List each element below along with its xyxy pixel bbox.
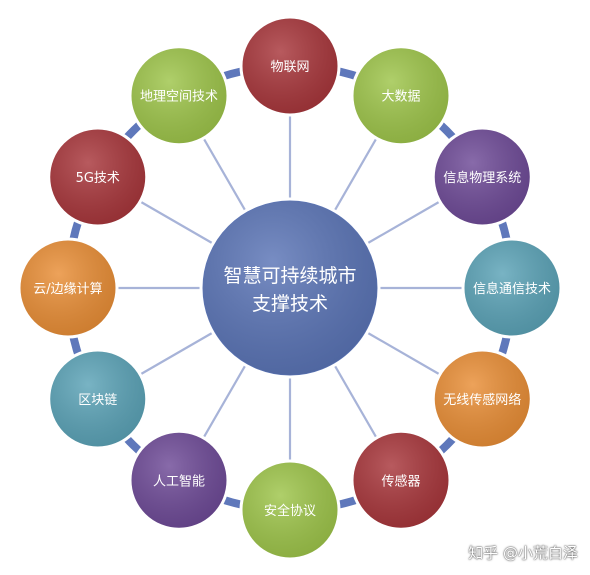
node-shading [353, 432, 449, 528]
technology-node: 地理空间技术 [128, 45, 230, 147]
node-label: 无线传感网络 [443, 392, 521, 408]
technology-node: 传感器 [350, 429, 452, 531]
node-shading [131, 432, 227, 528]
connector-line [139, 200, 214, 245]
node-shading [50, 351, 146, 447]
technology-node: 信息通信技术 [461, 237, 563, 339]
connector-line [366, 331, 441, 376]
node-label: 5G技术 [76, 171, 120, 186]
node-shading [50, 129, 146, 225]
node-label: 物联网 [270, 60, 309, 75]
connector-lines [117, 115, 463, 461]
connector-line [202, 364, 247, 439]
node-label: 云/边缘计算 [33, 282, 102, 297]
node-shading [242, 462, 338, 558]
technology-node: 人工智能 [128, 429, 230, 531]
watermark: 知乎 @小荒白泽 [468, 544, 578, 562]
technology-node: 安全协议 [239, 459, 341, 561]
technology-node: 信息物理系统 [431, 126, 533, 228]
center-shading [203, 201, 377, 375]
node-label: 区块链 [78, 393, 117, 408]
node-label: 信息通信技术 [473, 281, 551, 297]
technology-node: 大数据 [350, 45, 452, 147]
node-label: 传感器 [381, 473, 420, 489]
technology-node: 物联网 [239, 15, 341, 117]
technology-node: 云/边缘计算 [17, 237, 119, 339]
connector-line [139, 331, 214, 376]
node-label: 人工智能 [153, 474, 205, 489]
node-label: 信息物理系统 [443, 170, 521, 186]
technology-node: 5G技术 [47, 126, 149, 228]
connector-line [202, 137, 247, 212]
node-label: 大数据 [381, 90, 420, 105]
technology-node: 区块链 [47, 348, 149, 450]
node-shading [131, 48, 227, 144]
connector-line [333, 137, 378, 212]
connector-line [366, 200, 441, 245]
node-shading [242, 18, 338, 114]
node-shading [20, 240, 116, 336]
technology-node: 无线传感网络 [431, 348, 533, 450]
node-label: 地理空间技术 [140, 90, 218, 105]
node-label: 安全协议 [264, 503, 316, 519]
node-shading [464, 240, 560, 336]
node-shading [353, 48, 449, 144]
node-shading [434, 129, 530, 225]
node-shading [434, 351, 530, 447]
center-title-line: 支撑技术 [252, 293, 328, 315]
center-title-line: 智慧可持续城市 [223, 265, 356, 287]
connector-line [333, 364, 378, 439]
